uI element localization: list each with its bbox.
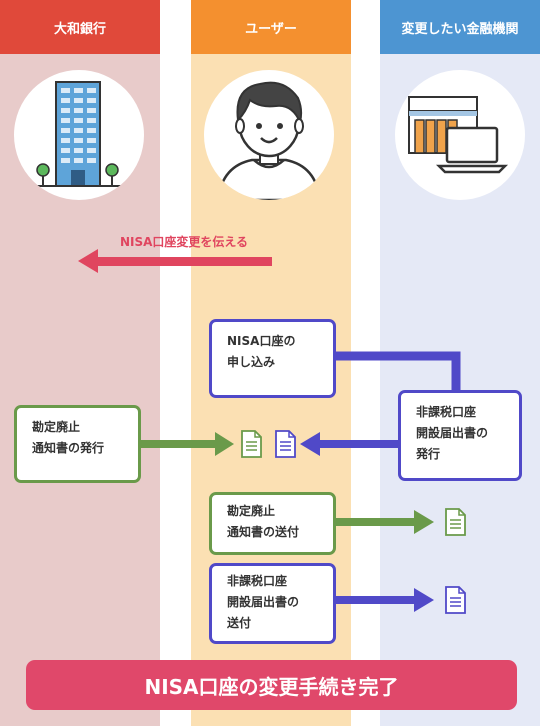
box-line: NISA口座の (227, 334, 296, 348)
cancel-send-arrow (336, 510, 434, 534)
box-line: 通知書の発行 (32, 441, 105, 455)
tax-free-doc-send-box: 非課税口座 開設届出書の 送付 (209, 563, 336, 644)
document-icon (275, 430, 296, 458)
doc-send-arrow (336, 588, 434, 612)
issue-doc-arrow (300, 432, 400, 456)
lane-header-user: ユーザー (191, 0, 351, 54)
person-icon (216, 81, 322, 200)
completion-banner: NISA口座の変更手続き完了 (26, 660, 517, 710)
box-line: 勘定廃止 (32, 420, 81, 434)
fin-illustration (395, 70, 525, 200)
box-line: 発行 (416, 447, 441, 461)
nisa-apply-box: NISA口座の 申し込み (209, 319, 336, 398)
box-line: 送付 (227, 616, 252, 630)
document-icon (445, 508, 466, 536)
box-line: 勘定廃止 (227, 504, 276, 518)
bank-illustration (14, 70, 144, 200)
box-line: 開設届出書の (227, 595, 300, 609)
document-icon (241, 430, 262, 458)
box-line: 非課税口座 (227, 574, 288, 588)
cancel-issue-arrow (141, 432, 234, 456)
apply-connector (336, 351, 461, 392)
building-icon (34, 81, 122, 187)
user-illustration (204, 70, 334, 200)
box-line: 通知書の送付 (227, 525, 300, 539)
box-line: 申し込み (227, 355, 276, 369)
store-laptop-icon (408, 96, 509, 174)
lane-header-fin: 変更したい金融機関 (380, 0, 540, 54)
tax-free-doc-issue-box: 非課税口座 開設届出書の 発行 (398, 390, 522, 481)
notify-arrow (78, 249, 272, 273)
box-line: 開設届出書の (416, 426, 489, 440)
lane-header-bank: 大和銀行 (0, 0, 160, 54)
cancel-notice-issue-box: 勘定廃止 通知書の発行 (14, 405, 141, 483)
box-line: 非課税口座 (416, 405, 477, 419)
nisa-change-notify-label: NISA口座変更を伝える (119, 235, 249, 249)
document-icon (445, 586, 466, 614)
cancel-notice-send-box: 勘定廃止 通知書の送付 (209, 492, 336, 555)
